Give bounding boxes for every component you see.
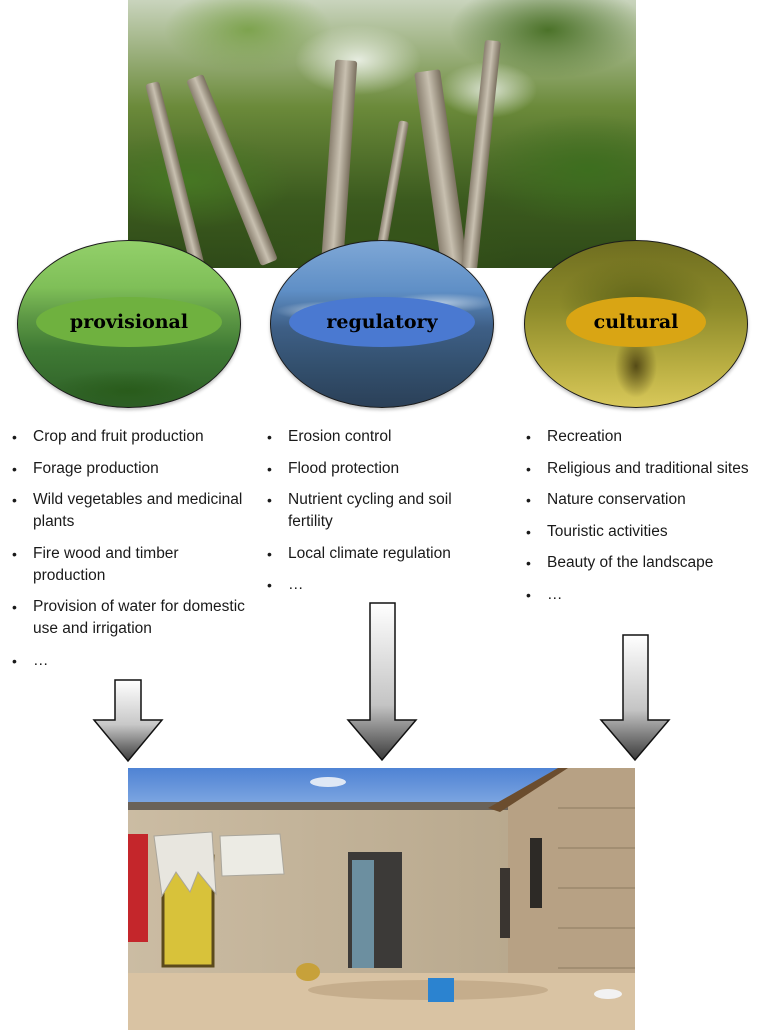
cultural-arrow-down (599, 634, 671, 762)
cultural-list: Recreation Religious and traditional sit… (526, 426, 751, 615)
provisional-oval: provisional (17, 240, 241, 408)
list-item: Recreation (526, 426, 751, 448)
list-item: Nutrient cycling and soil fertility (267, 489, 497, 533)
provisional-label: provisional (36, 297, 222, 347)
list-item: Religious and traditional sites (526, 458, 751, 480)
forest-photo (128, 0, 636, 268)
regulatory-label: regulatory (289, 297, 475, 347)
list-item: … (12, 650, 247, 672)
cultural-oval: cultural (524, 240, 748, 408)
regulatory-oval: regulatory (270, 240, 494, 408)
regulatory-arrow-down (346, 602, 418, 762)
house-photo (128, 768, 635, 1030)
list-item: Nature conservation (526, 489, 751, 511)
list-item: … (267, 574, 497, 596)
list-item: Wild vegetables and medicinal plants (12, 489, 247, 533)
list-item: … (526, 584, 751, 606)
list-item: Fire wood and timber production (12, 543, 247, 587)
list-item: Beauty of the landscape (526, 552, 751, 574)
list-item: Crop and fruit production (12, 426, 247, 448)
list-item: Provision of water for domestic use and … (12, 596, 247, 640)
list-item: Local climate regulation (267, 543, 497, 565)
list-item: Forage production (12, 458, 247, 480)
provisional-arrow-down (92, 679, 164, 763)
list-item: Touristic activities (526, 521, 751, 543)
house-scene (128, 768, 635, 1030)
provisional-list: Crop and fruit production Forage product… (12, 426, 247, 681)
regulatory-list: Erosion control Flood protection Nutrien… (267, 426, 497, 606)
list-item: Erosion control (267, 426, 497, 448)
cultural-label: cultural (566, 297, 706, 347)
list-item: Flood protection (267, 458, 497, 480)
